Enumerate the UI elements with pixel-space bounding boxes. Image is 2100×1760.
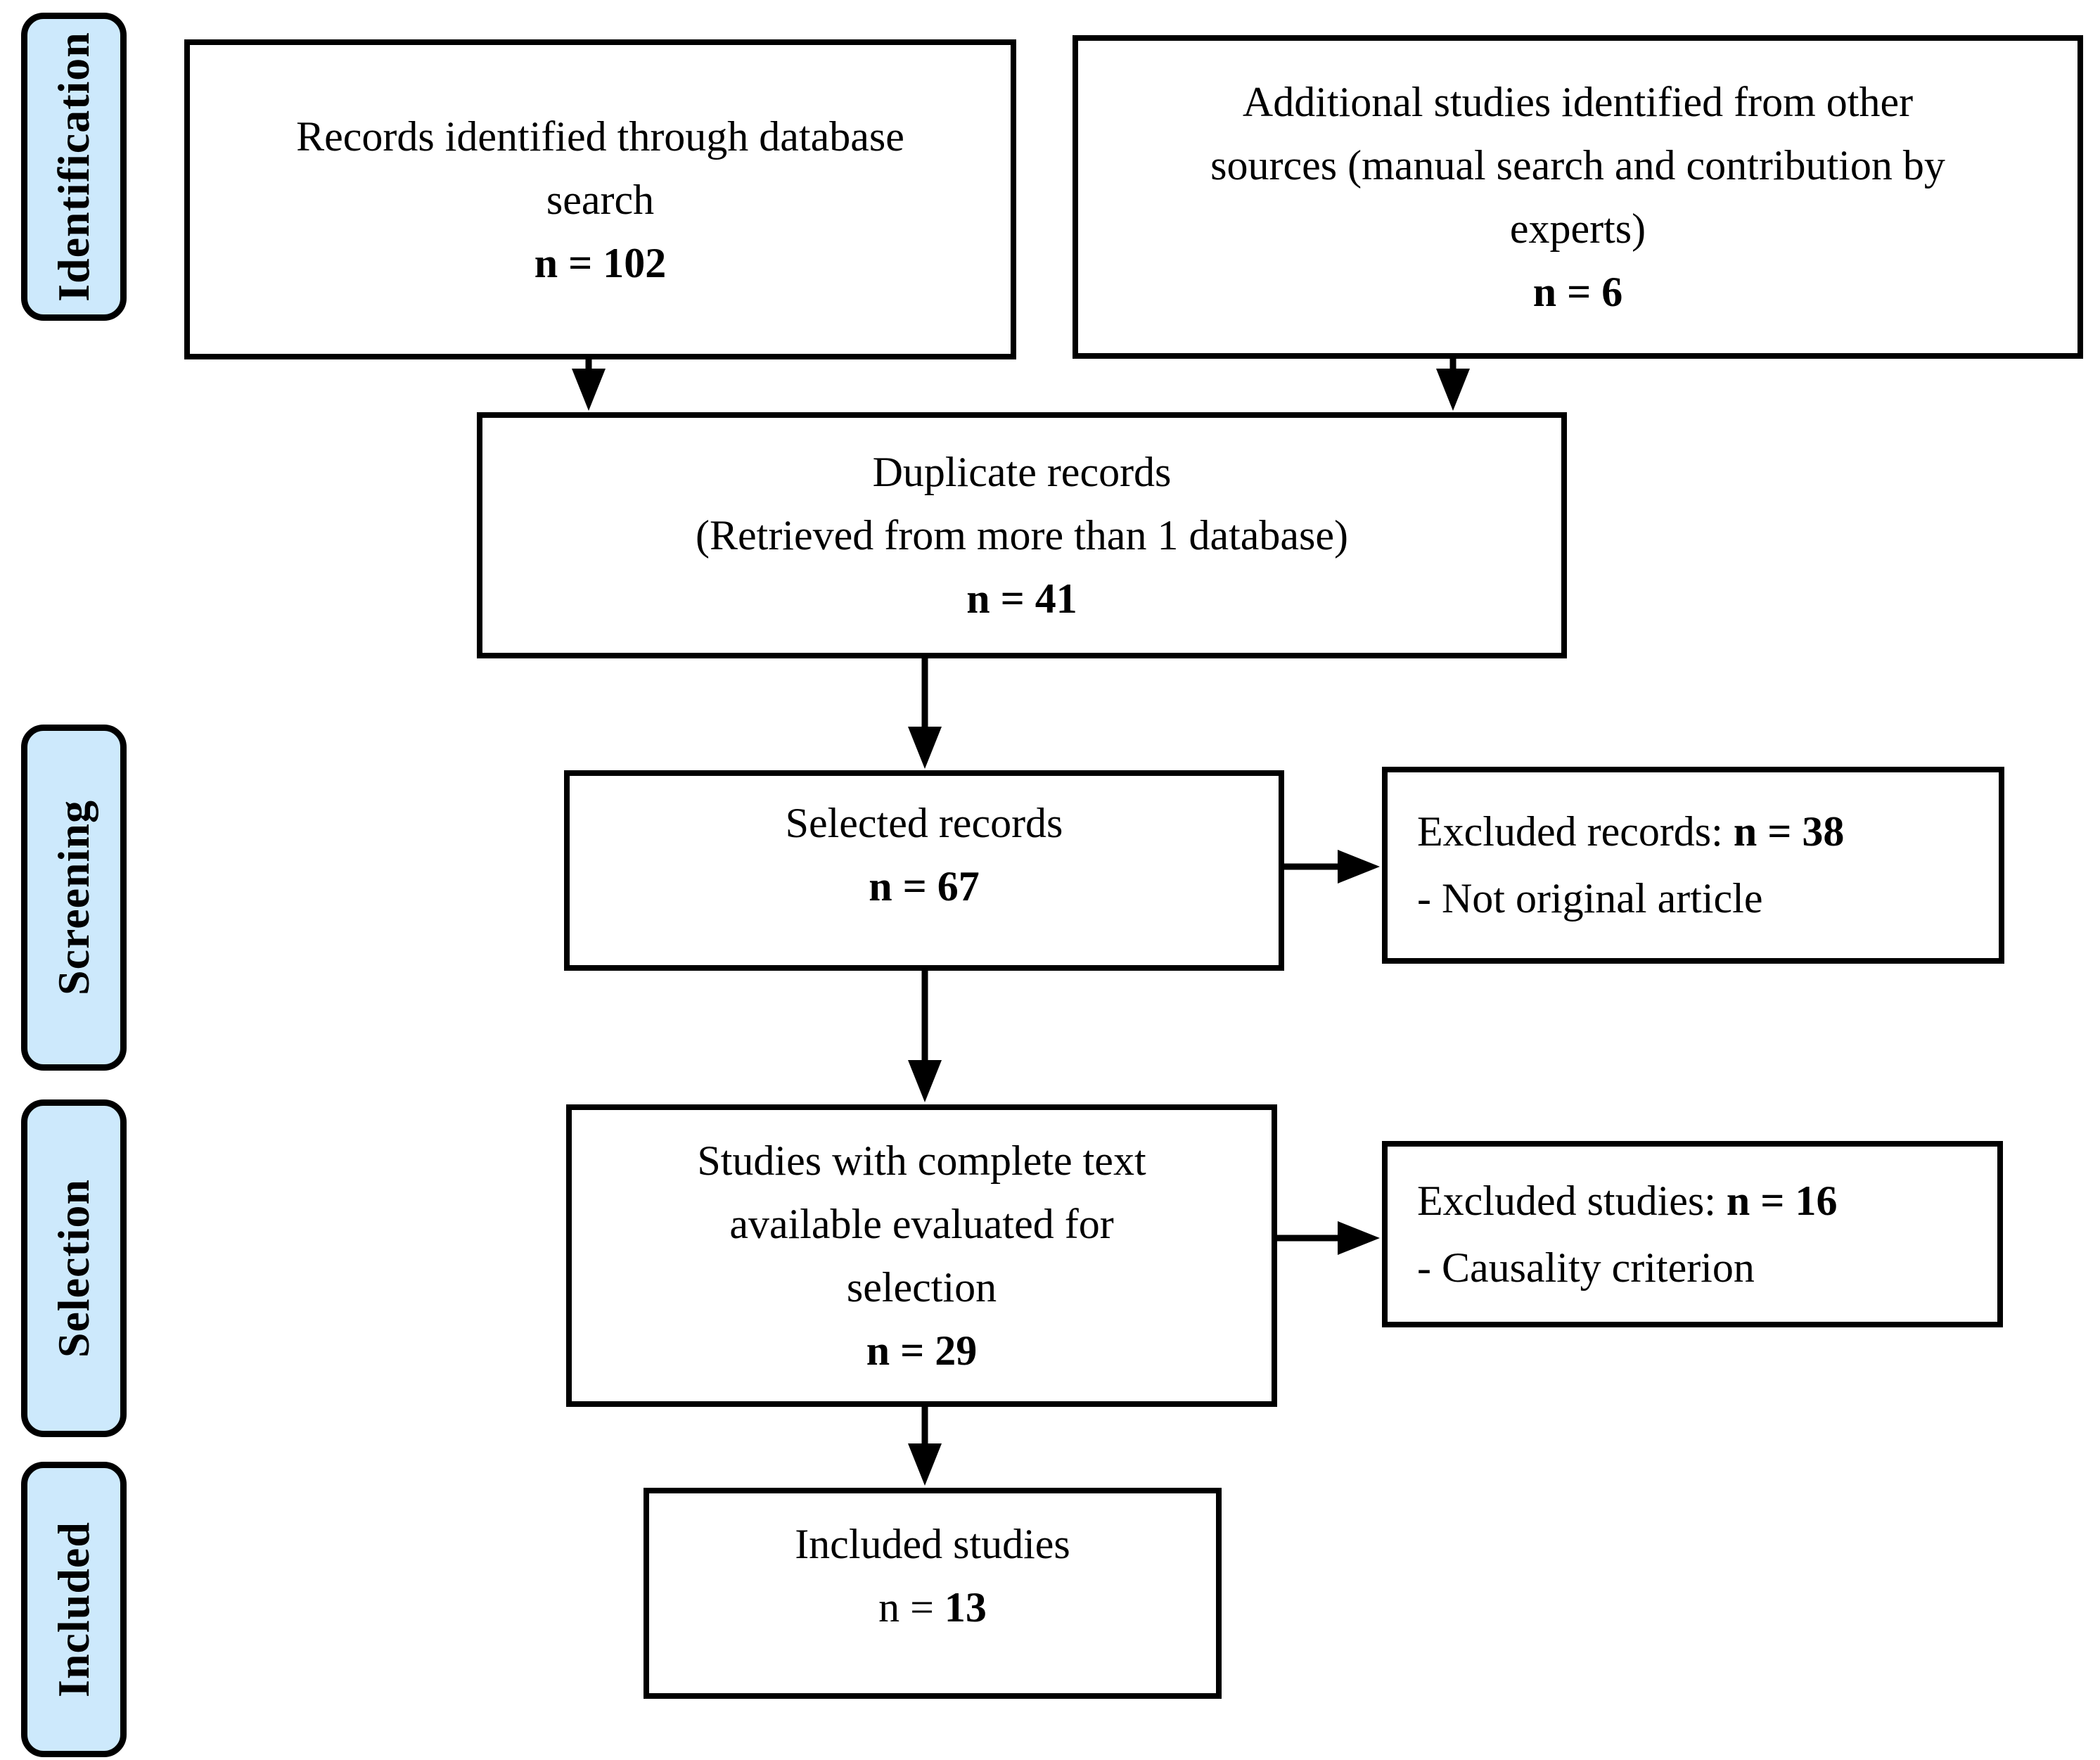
arrow-selected-to-excluded-records [1284, 850, 1380, 884]
box-additional-studies: Additional studies identified from other… [1073, 35, 2083, 359]
box-included-studies-line1: Included studies [795, 1521, 1070, 1567]
box-excluded-studies: Excluded studies: n = 16 - Causality cri… [1382, 1141, 2003, 1327]
box-selected-records-count: n = 67 [869, 863, 980, 910]
box-excluded-studies-label: Excluded studies: [1417, 1177, 1727, 1224]
box-excluded-records-label: Excluded records: [1417, 808, 1734, 855]
stage-selection: Selection [21, 1099, 127, 1437]
arrow-additional-to-duplicates [1436, 359, 1470, 411]
box-included-studies-count-line: n = 13 [878, 1576, 987, 1639]
arrow-records-to-duplicates [572, 359, 606, 411]
box-full-text-line1: Studies with complete text [697, 1137, 1146, 1184]
stage-included: Included [21, 1462, 127, 1757]
box-records-identified-line1: Records identified through database [296, 113, 904, 160]
box-excluded-records-count: n = 38 [1733, 808, 1845, 855]
box-additional-studies-line2: sources (manual search and contribution … [1210, 142, 1945, 189]
stage-screening-label: Screening [49, 799, 98, 996]
stage-selection-label: Selection [49, 1178, 98, 1358]
box-additional-studies-line1: Additional studies identified from other [1242, 79, 1914, 125]
stage-screening: Screening [21, 725, 127, 1071]
box-excluded-records: Excluded records: n = 38 - Not original … [1382, 767, 2004, 964]
box-selected-records-line1: Selected records [785, 800, 1063, 846]
box-duplicate-records-line2: (Retrieved from more than 1 database) [696, 512, 1348, 559]
box-excluded-studies-line1: Excluded studies: n = 16 [1417, 1168, 1837, 1235]
arrow-selected-to-fulltext [908, 971, 942, 1102]
box-records-identified-line2: search [546, 176, 655, 223]
box-included-studies-count-value: 13 [944, 1584, 987, 1631]
box-included-studies-count-prefix: n = [878, 1584, 945, 1631]
box-excluded-records-reason: - Not original article [1417, 875, 1763, 922]
box-selected-records: Selected records n = 67 [564, 770, 1284, 971]
stage-included-label: Included [49, 1522, 98, 1697]
stage-identification: Identification [21, 13, 127, 321]
box-full-text-line3: selection [846, 1264, 997, 1311]
box-excluded-studies-count: n = 16 [1726, 1177, 1838, 1224]
box-records-identified: Records identified through database sear… [184, 39, 1016, 359]
box-additional-studies-count: n = 6 [1532, 269, 1623, 315]
arrow-fulltext-to-included [908, 1407, 942, 1486]
box-additional-studies-line3: experts) [1509, 205, 1646, 252]
box-included-studies: Included studies n = 13 [644, 1488, 1222, 1699]
arrow-fulltext-to-excluded-studies [1277, 1221, 1380, 1255]
arrow-duplicates-to-selected [908, 658, 942, 769]
box-excluded-studies-reason: - Causality criterion [1417, 1244, 1755, 1291]
box-full-text-count: n = 29 [866, 1327, 978, 1374]
stage-identification-label: Identification [49, 32, 98, 302]
box-records-identified-count: n = 102 [534, 239, 667, 286]
box-full-text-line2: available evaluated for [729, 1201, 1114, 1247]
box-duplicate-records: Duplicate records (Retrieved from more t… [477, 412, 1567, 658]
box-full-text-evaluated: Studies with complete text available eva… [566, 1104, 1277, 1407]
box-duplicate-records-line1: Duplicate records [872, 449, 1172, 495]
box-duplicate-records-count: n = 41 [966, 575, 1077, 622]
box-excluded-records-line1: Excluded records: n = 38 [1417, 798, 1844, 865]
